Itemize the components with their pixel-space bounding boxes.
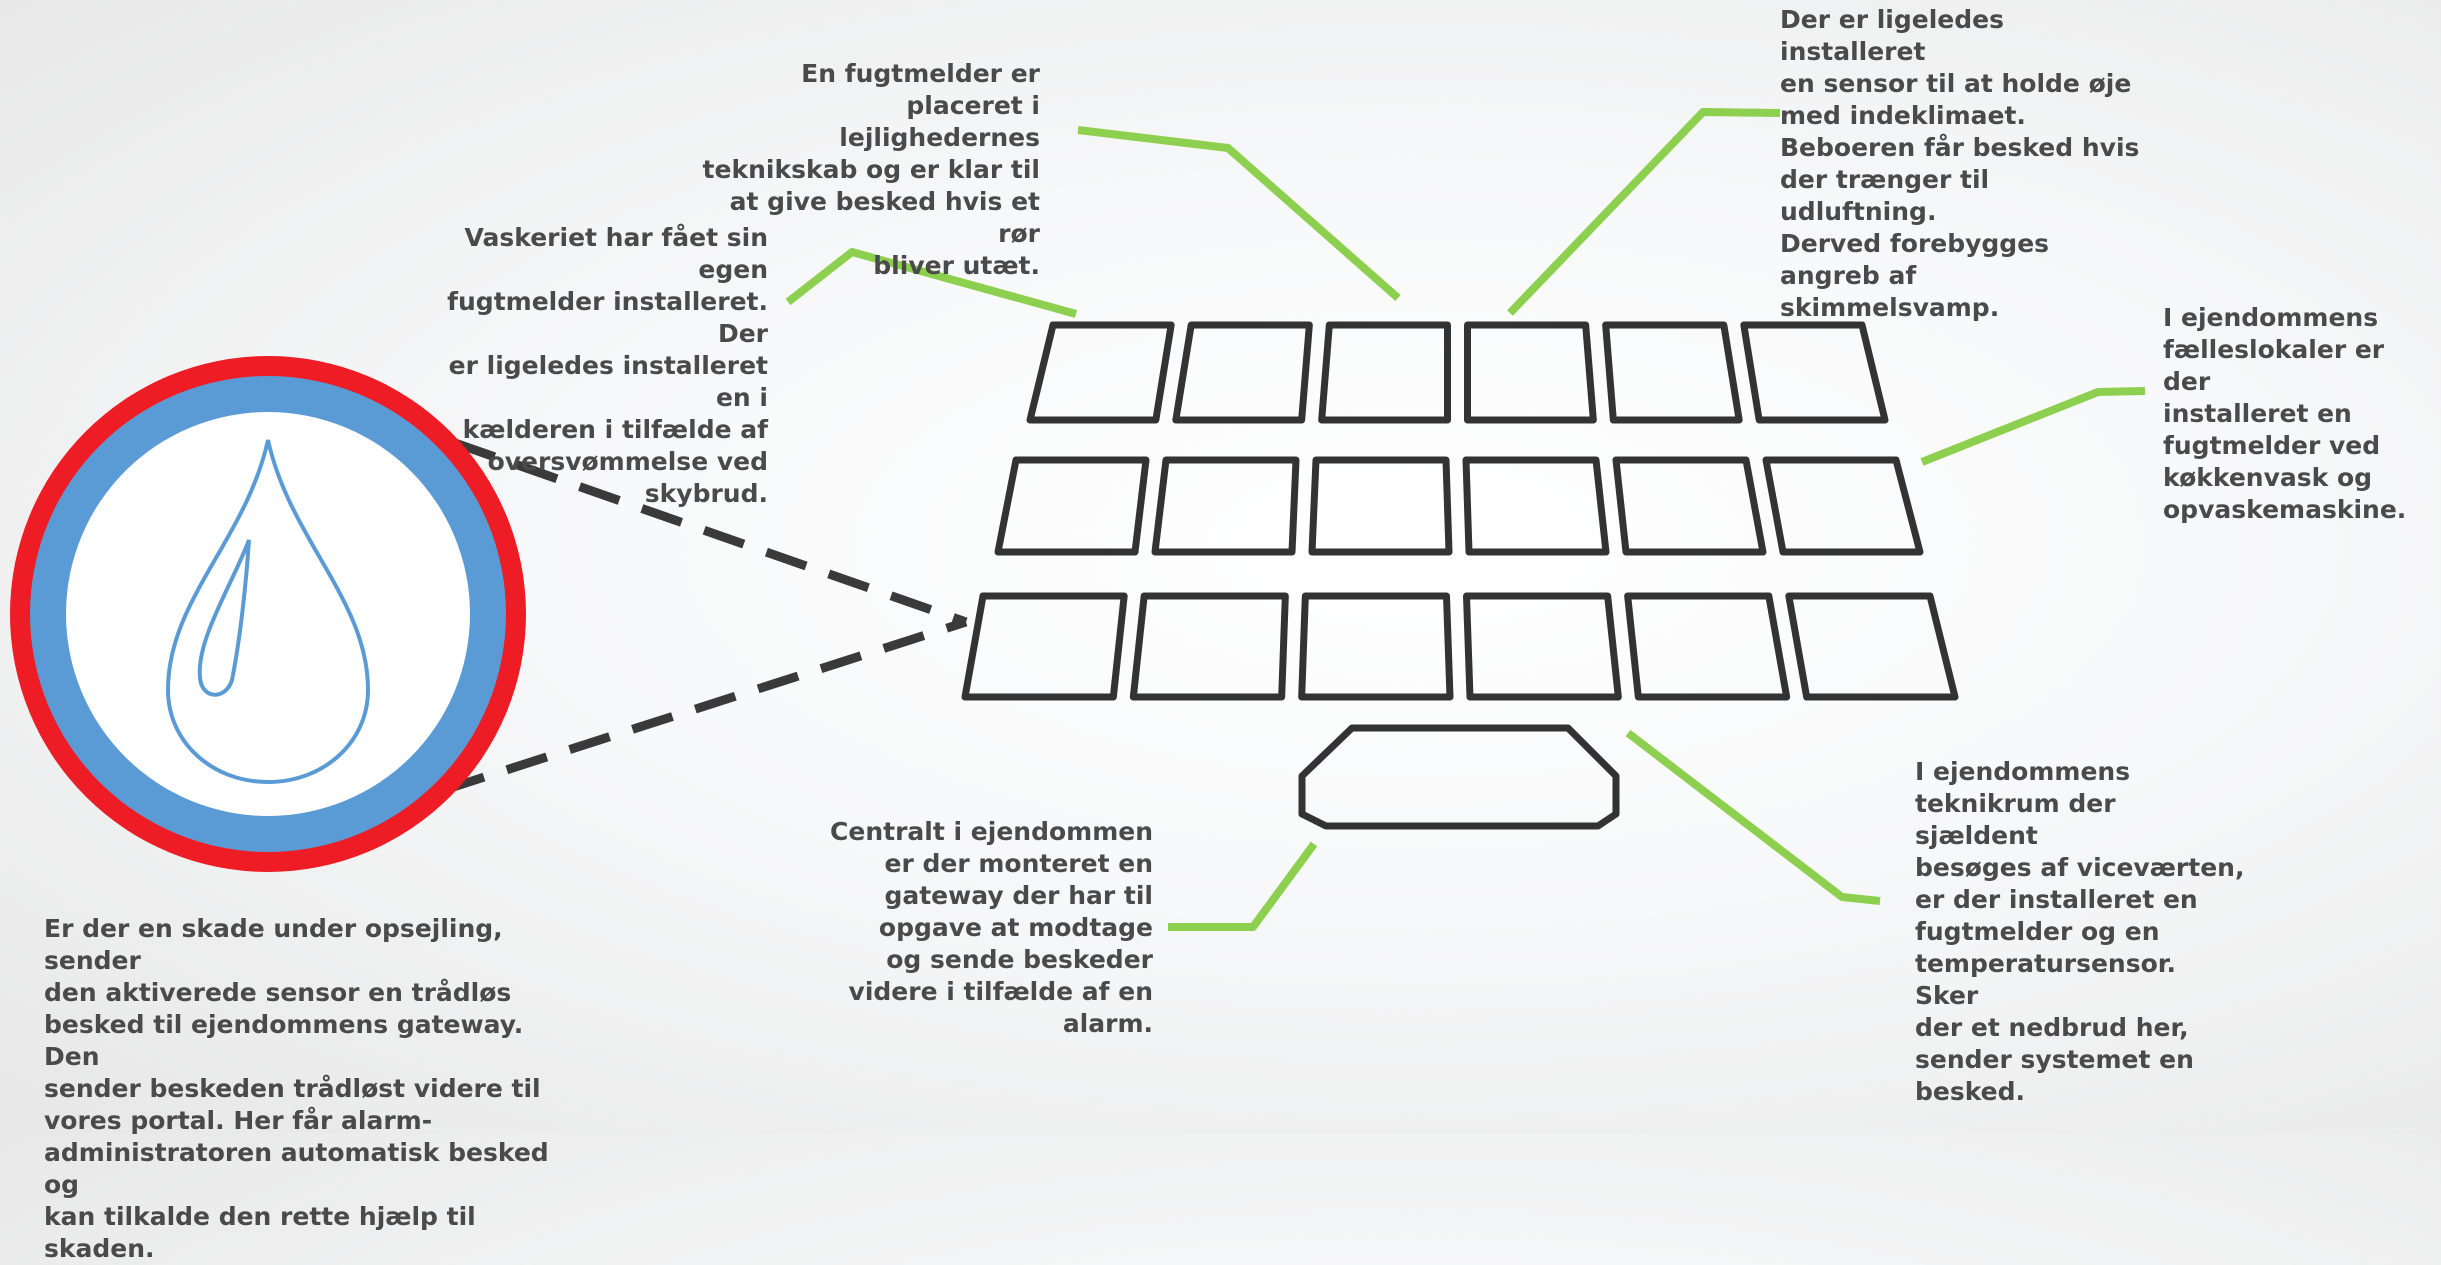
window-r3-c5 <box>1624 592 1791 701</box>
dashed-lines <box>442 438 968 795</box>
note-laundry: Vaskeriet har fået sin egen fugtmelder i… <box>447 223 768 508</box>
note-tech-room: I ejendommens teknikrum der sjældent bes… <box>1915 757 2245 1106</box>
gateway-device <box>1298 724 1620 830</box>
window-r3-c2 <box>1129 592 1289 701</box>
leader-line-laundry <box>785 248 1078 318</box>
leader-line-indoor-climate <box>1507 108 1781 316</box>
window-r2-c4 <box>1462 456 1610 556</box>
window-r1-c1 <box>1026 321 1175 424</box>
window-r3-c1 <box>961 592 1128 701</box>
window-r3-c4 <box>1463 592 1622 701</box>
window-r1-c4 <box>1464 321 1597 424</box>
note-leak-flow: Er der en skade under opsejling, sender … <box>44 914 549 1263</box>
leader-line-gateway <box>1168 841 1318 931</box>
leader-lines <box>785 108 2146 931</box>
window-r3-c6 <box>1785 592 1959 701</box>
note-gateway: Centralt i ejendommen er der monteret en… <box>830 817 1153 1038</box>
window-r2-c1 <box>994 456 1150 556</box>
sensor-face <box>66 412 470 816</box>
leader-line-common-rooms <box>1920 387 2146 466</box>
window-r2-c2 <box>1151 456 1300 556</box>
window-r1-c6 <box>1740 321 1889 424</box>
note-indoor-climate: Der er ligeledes installeret en sensor t… <box>1780 5 2140 322</box>
window-r3-c3 <box>1298 592 1454 701</box>
sensor-badge <box>10 356 526 872</box>
window-r2-c6 <box>1762 456 1924 556</box>
note-common-rooms: I ejendommens fælleslokaler er der insta… <box>2163 303 2407 524</box>
window-r2-c5 <box>1612 456 1767 556</box>
water-drop-icon <box>165 439 371 785</box>
building-diagram <box>10 108 2146 931</box>
window-r2-c3 <box>1308 456 1453 556</box>
window-r1-c3 <box>1318 321 1451 424</box>
note-humidity-tech-cabinet: En fugtmelder er placeret i lejlighedern… <box>702 59 1040 280</box>
window-r1-c5 <box>1602 321 1743 424</box>
drop-highlight-icon <box>197 539 251 697</box>
window-r1-c2 <box>1172 321 1313 424</box>
leader-line-tech-cabinet <box>1077 126 1401 301</box>
leader-line-tech-room <box>1625 729 1881 905</box>
building-windows <box>961 321 1959 701</box>
